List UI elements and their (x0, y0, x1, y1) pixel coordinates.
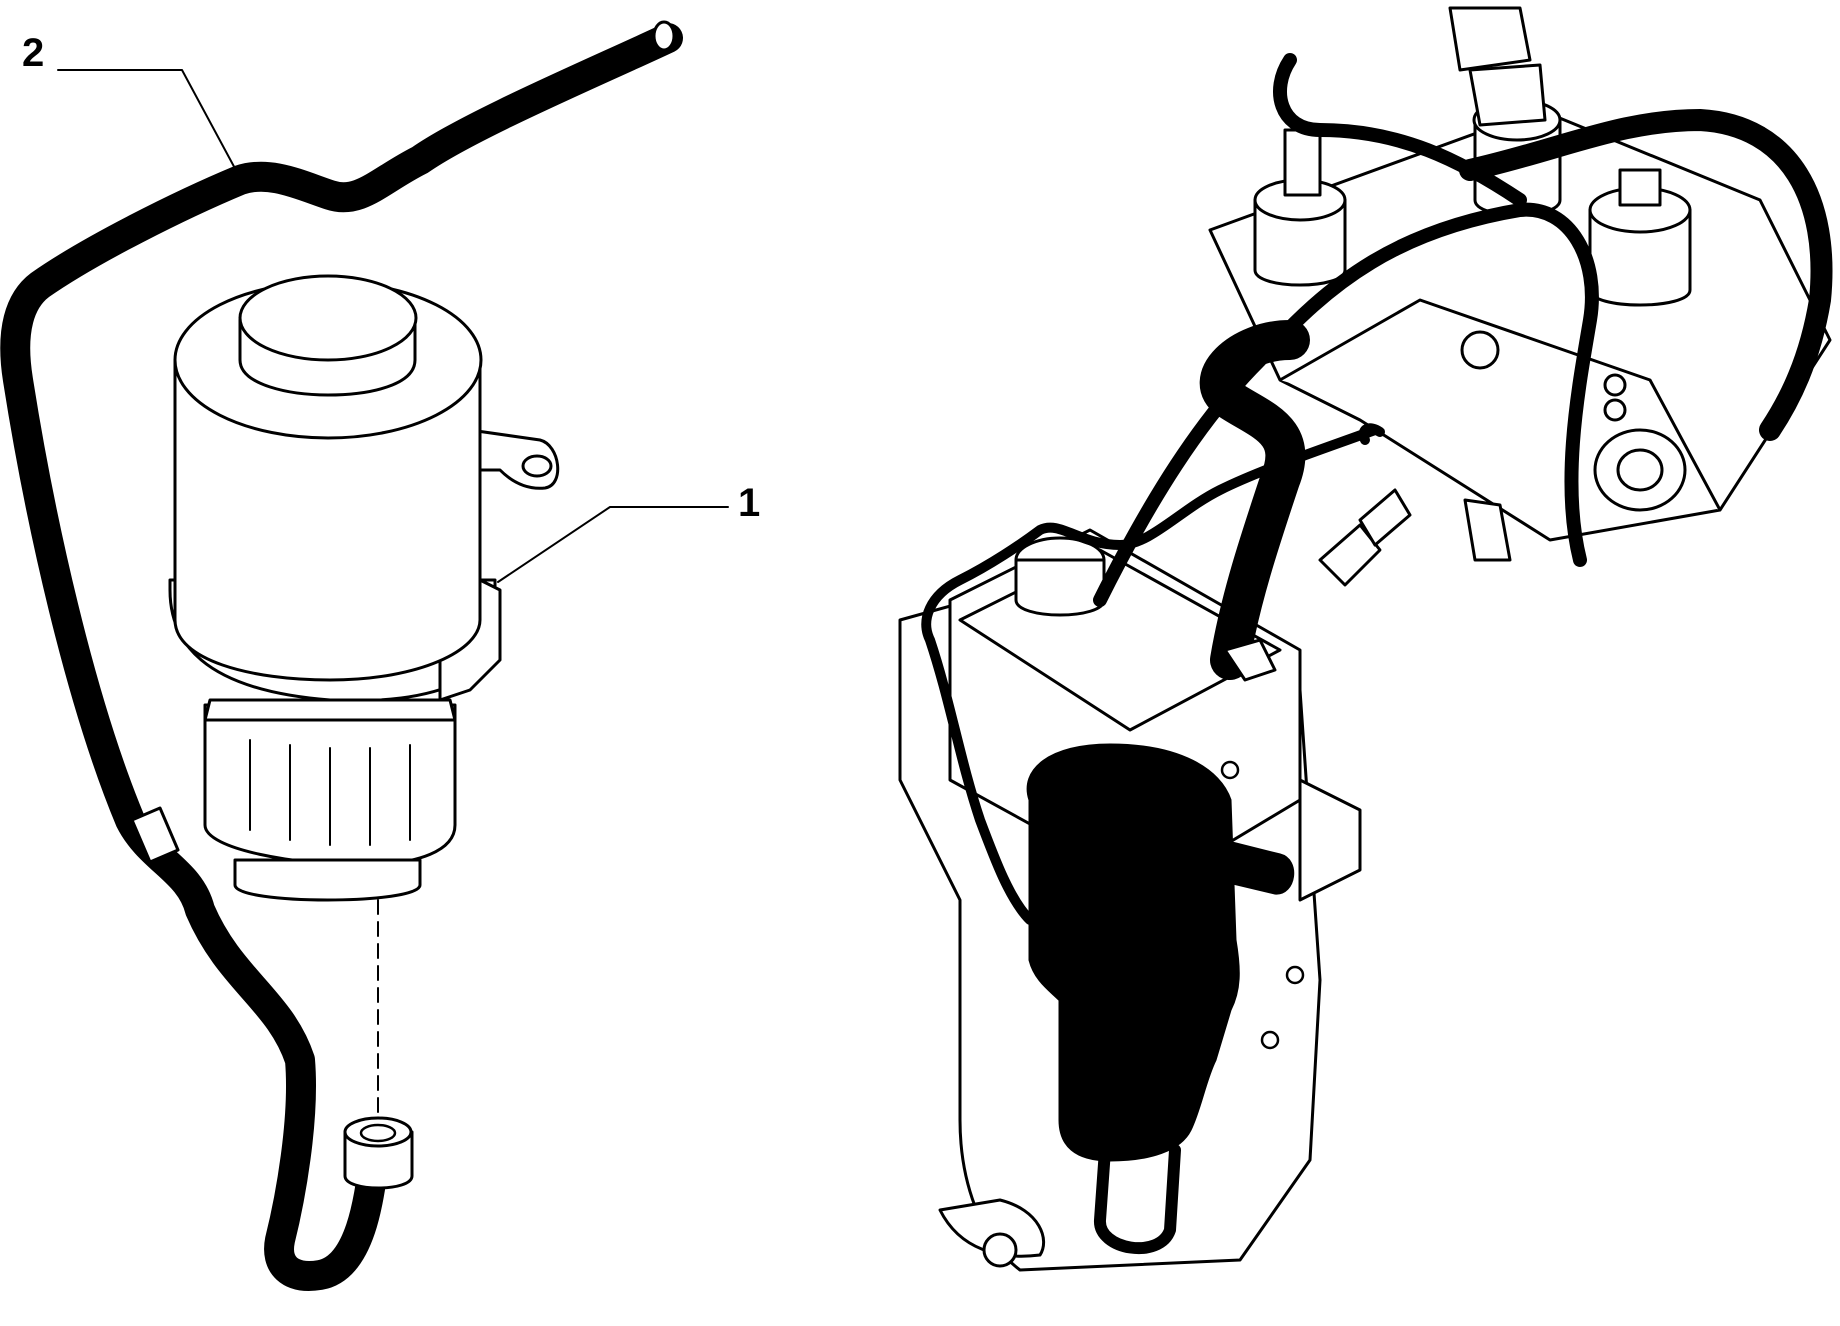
valve-body-bolt (1460, 330, 1500, 370)
solenoid-left (1253, 128, 1347, 287)
pipe-union-fitting[interactable] (343, 1116, 414, 1190)
hose-clamp (1223, 638, 1277, 682)
pipe-clip (130, 806, 180, 864)
electrical-connector-top (1448, 6, 1532, 72)
electric-pump-motor (1026, 743, 1240, 1162)
callout-1[interactable]: 1 (497, 481, 760, 583)
fitting-b (1358, 488, 1412, 547)
callout-1-leader (497, 506, 729, 583)
bracket-hole (521, 454, 553, 478)
side-bracket (1298, 778, 1362, 902)
callout-1-number: 1 (738, 481, 760, 525)
reservoir-body (173, 358, 482, 682)
plate-bolt (982, 1232, 1018, 1268)
installed-assembly-view (898, 6, 1833, 1272)
solenoid-right (1588, 168, 1692, 307)
reservoir-cap (238, 274, 418, 362)
callout-2-leader (57, 69, 239, 175)
pipe-tube[interactable] (0, 20, 683, 1291)
pump-reservoir-assembly[interactable] (168, 274, 560, 902)
callout-2-number: 2 (22, 31, 44, 75)
fitting-a (1318, 523, 1382, 587)
callout-2[interactable]: 2 (22, 31, 239, 175)
pump-outlet-fitting (233, 858, 422, 902)
fitting-c (1463, 498, 1512, 562)
pipe-open-end (652, 20, 676, 52)
